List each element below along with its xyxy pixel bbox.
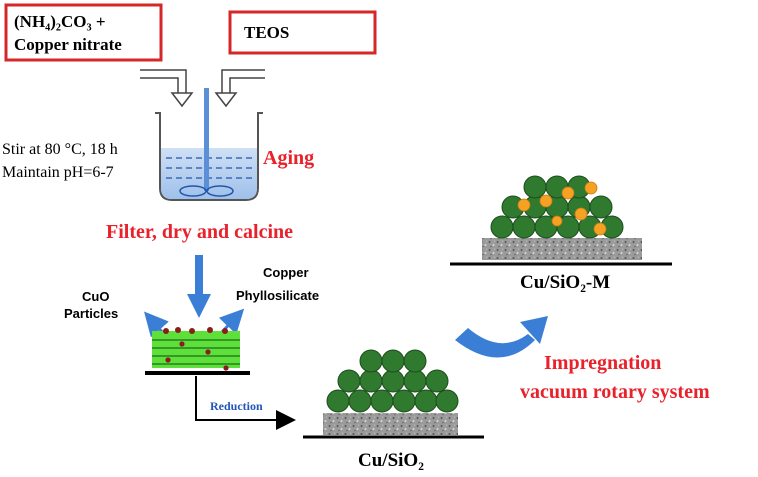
reduction-arrow: [195, 376, 296, 430]
phyllo-label-line1: Copper: [263, 265, 309, 280]
cu-sio2-m-catalyst: [450, 175, 672, 266]
phyllosilicate-stack: [145, 331, 250, 375]
cuo-label-line1: CuO: [82, 289, 109, 304]
impregnation-line1: Impregnation: [544, 352, 661, 374]
inlet-pipes: [140, 69, 265, 108]
reagent-label-line1: (NH₄)₂CO₃ +: [14, 12, 106, 31]
cuo-label-line2: Particles: [64, 306, 118, 321]
cu-sio2-label: Cu/SiO₂: [358, 450, 424, 471]
reagent-box: (NH₄)₂CO₃ + Copper nitrate: [4, 3, 163, 62]
impregnation-line2: vacuum rotary system: [520, 381, 710, 403]
cuo-particles: [163, 327, 229, 371]
reagent-label-line2: Copper nitrate: [14, 35, 122, 54]
down-arrow: [187, 255, 211, 318]
aging-label: Aging: [263, 147, 314, 169]
teos-label: TEOS: [244, 23, 289, 42]
filter-dry-calcine-label: Filter, dry and calcine: [106, 221, 293, 243]
teos-box: TEOS: [228, 10, 377, 55]
conditions-line1: Stir at 80 °C, 18 h: [2, 141, 118, 158]
stirrer-rod: [204, 88, 209, 191]
cu-sio2-m-label: Cu/SiO₂-M: [520, 272, 610, 293]
phyllo-label-line2: Phyllosilicate: [236, 288, 319, 303]
reduction-label: Reduction: [210, 399, 263, 413]
conditions-line2: Maintain pH=6-7: [2, 164, 114, 181]
cuo-pointer-arrow: [144, 311, 169, 338]
cu-sio2-catalyst: [303, 349, 484, 439]
beaker: [155, 88, 263, 201]
impregnation-arrow: [455, 316, 548, 358]
